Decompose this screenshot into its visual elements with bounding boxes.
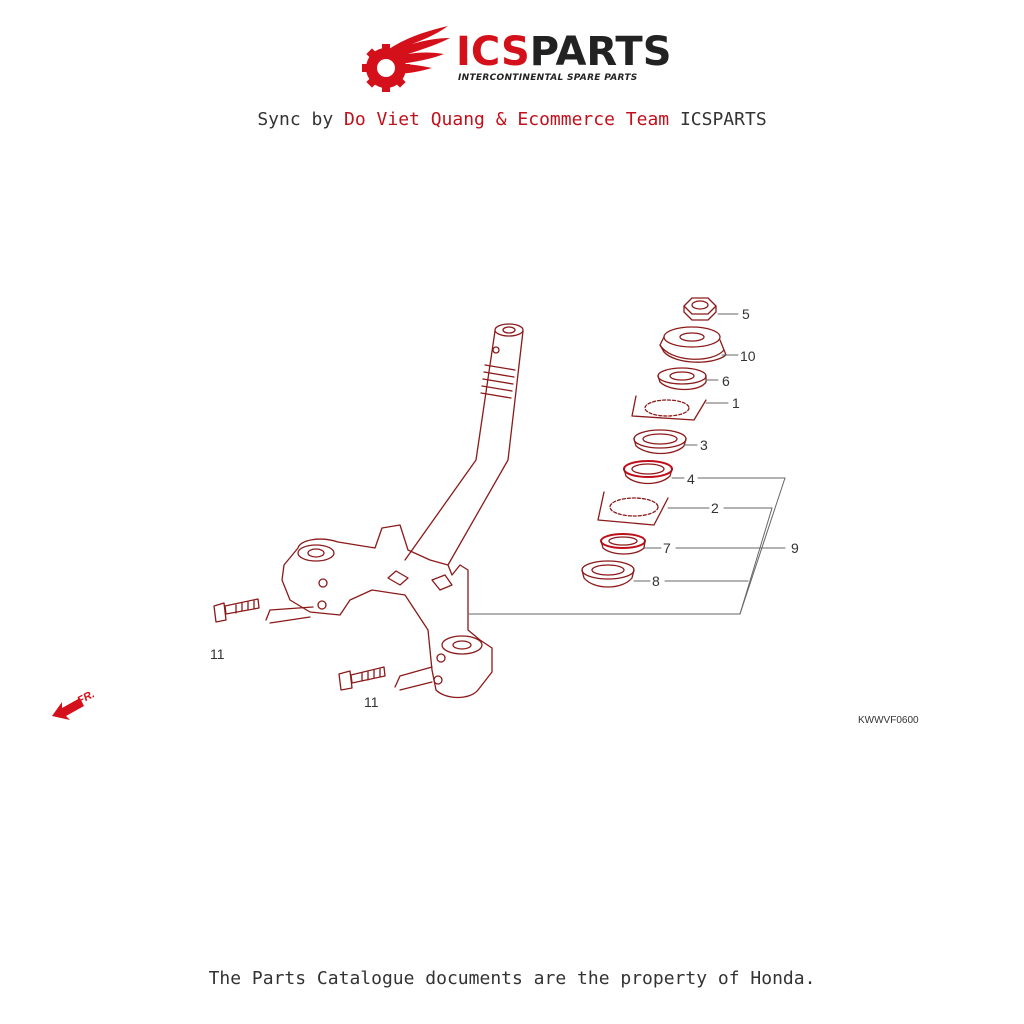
locknut-part-10: [659, 326, 727, 363]
sync-credit: Sync by Do Viet Quang & Ecommerce Team I…: [0, 109, 1024, 130]
bolt-11-right: [338, 666, 433, 691]
callout-4: 4: [687, 471, 695, 487]
footer-disclaimer: The Parts Catalogue documents are the pr…: [208, 968, 816, 989]
callout-7: 7: [663, 540, 671, 556]
callout-6: 6: [722, 373, 730, 389]
sync-suffix: ICSPARTS: [669, 109, 767, 130]
callout-5: 5: [742, 306, 750, 322]
callout-10: 10: [740, 348, 756, 364]
callout-11-left: 11: [210, 646, 225, 662]
front-label: FR.: [75, 688, 96, 707]
ball-bearing-part-2: [597, 491, 669, 526]
race-part-6: [657, 367, 707, 391]
logo-wordmark: ICSPARTS: [456, 29, 672, 75]
ball-bearing-part-1: [631, 395, 707, 421]
steering-stem-part: [281, 323, 524, 699]
callout-9: 9: [791, 540, 799, 556]
bolt-11-left: [213, 598, 314, 624]
callout-2: 2: [711, 500, 719, 516]
sync-prefix: Sync by: [257, 109, 345, 130]
race-part-7: [600, 533, 646, 555]
callout-8: 8: [652, 573, 660, 589]
front-arrow-icon: [52, 698, 84, 720]
wing-gear-icon: [362, 26, 450, 92]
race-part-3: [633, 429, 687, 455]
callout-3: 3: [700, 437, 708, 453]
race-part-4: [623, 460, 673, 485]
leader-lines: [467, 313, 786, 615]
seal-part-8: [581, 560, 635, 588]
callout-11-right: 11: [364, 694, 379, 710]
logo-tagline: INTERCONTINENTAL SPARE PARTS: [458, 73, 638, 83]
sync-names: Do Viet Quang & Ecommerce Team: [344, 109, 670, 130]
drawing-code: KWWVF0600: [858, 715, 919, 726]
nut-part-5: [683, 297, 717, 321]
callout-1: 1: [732, 395, 740, 411]
icsparts-logo: ICSPARTS INTERCONTINENTAL SPARE PARTS: [360, 24, 672, 94]
